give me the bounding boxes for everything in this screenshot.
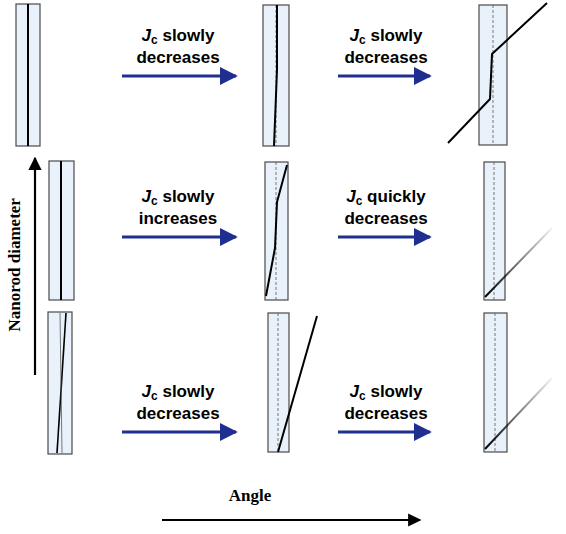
vortex-lines [28,3,552,453]
nanorods [16,4,507,454]
arrow-label: Jc slowly decreases [330,382,442,423]
axis-label: Nanorod diameter [5,198,25,331]
axis-label: Angle [190,486,310,506]
arrow-label: Jc quickly decreases [330,187,442,228]
transition-arrows [122,76,430,432]
rod-axes [276,5,495,452]
arrow-label: Jc slowly decreases [122,382,234,423]
arrow-label: Jc slowly decreases [122,26,234,67]
arrow-label: Jc slowly decreases [330,26,442,67]
arrow-label: Jc slowly increases [122,187,234,228]
